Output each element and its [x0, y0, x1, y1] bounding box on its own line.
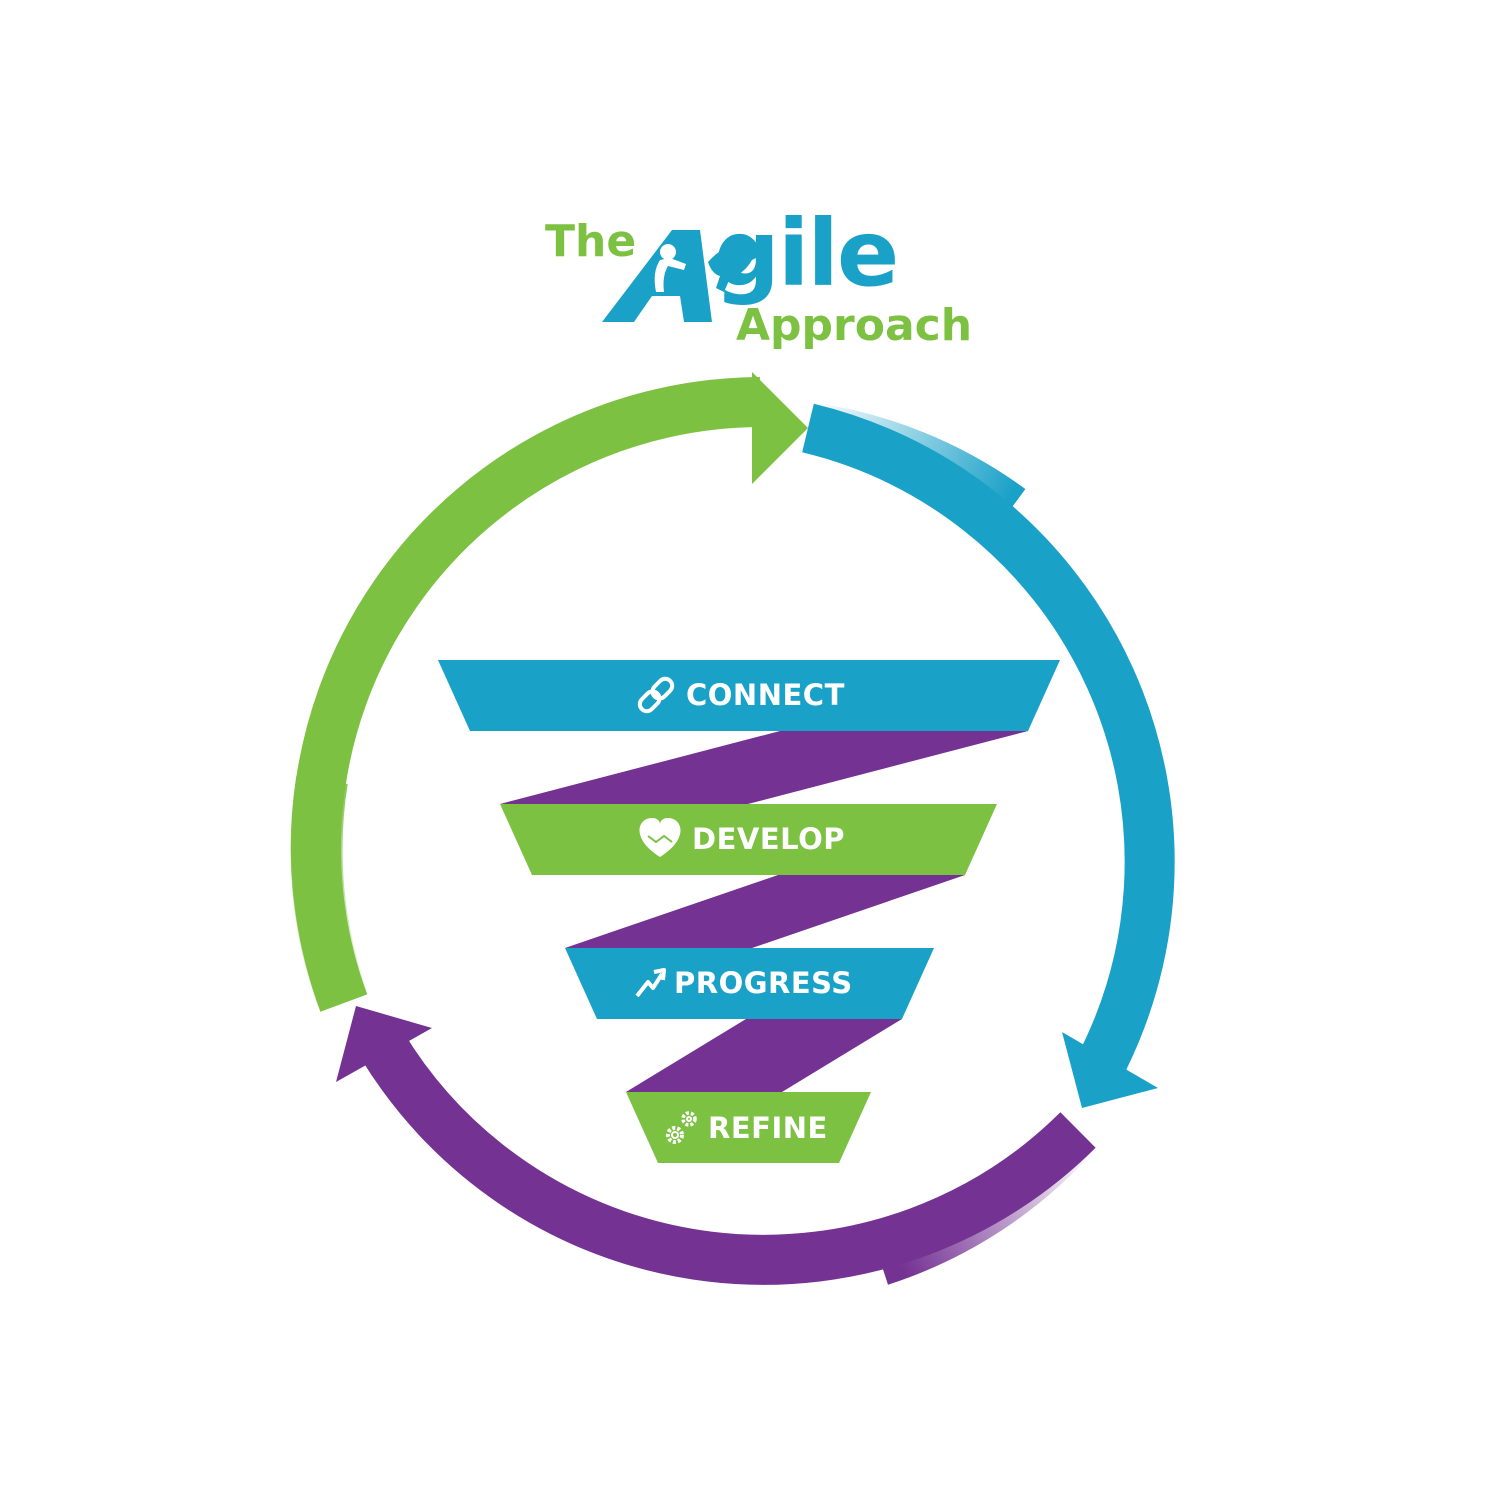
develop-band [500, 804, 997, 875]
heart-handshake-icon [639, 818, 681, 857]
arrow-down-head [1062, 1032, 1158, 1108]
stage-refine: REFINE [626, 1092, 871, 1163]
progress-label: PROGRESS [674, 966, 853, 1000]
link-icon [637, 676, 675, 714]
refine-label: REFINE [708, 1111, 828, 1145]
connector-3 [626, 1019, 902, 1092]
agile-a-logo: A [602, 230, 761, 322]
blue-cycle-arrow [802, 402, 1175, 1108]
title-approach: Approach [736, 300, 972, 351]
purple-cycle-arrow [336, 1006, 1098, 1285]
develop-label: DEVELOP [692, 822, 845, 856]
connector-1 [500, 731, 1028, 804]
green-cycle-arrow [290, 372, 808, 1013]
progress-band [565, 948, 934, 1019]
gears-icon [666, 1111, 697, 1144]
girl-silhouette-icon [654, 244, 686, 292]
connector-2 [565, 875, 965, 948]
arrow-right-head [752, 372, 808, 484]
cycle-arrows [290, 372, 1175, 1285]
funnel: CONNECT DEVELOP PROGRESS [438, 660, 1060, 1163]
title-logo: The A gile Approach [545, 200, 972, 351]
connect-band [438, 660, 1060, 731]
trend-arrow-icon [635, 968, 666, 998]
arrow-up-head [336, 1006, 432, 1082]
stage-develop: DEVELOP [500, 804, 997, 875]
dog-silhouette-icon [708, 236, 761, 292]
refine-band [626, 1092, 871, 1163]
stage-connect: CONNECT [438, 660, 1060, 731]
title-agile-rest: gile [714, 200, 897, 307]
title-the: The [545, 216, 636, 267]
stage-progress: PROGRESS [565, 948, 934, 1019]
connect-label: CONNECT [686, 678, 845, 712]
